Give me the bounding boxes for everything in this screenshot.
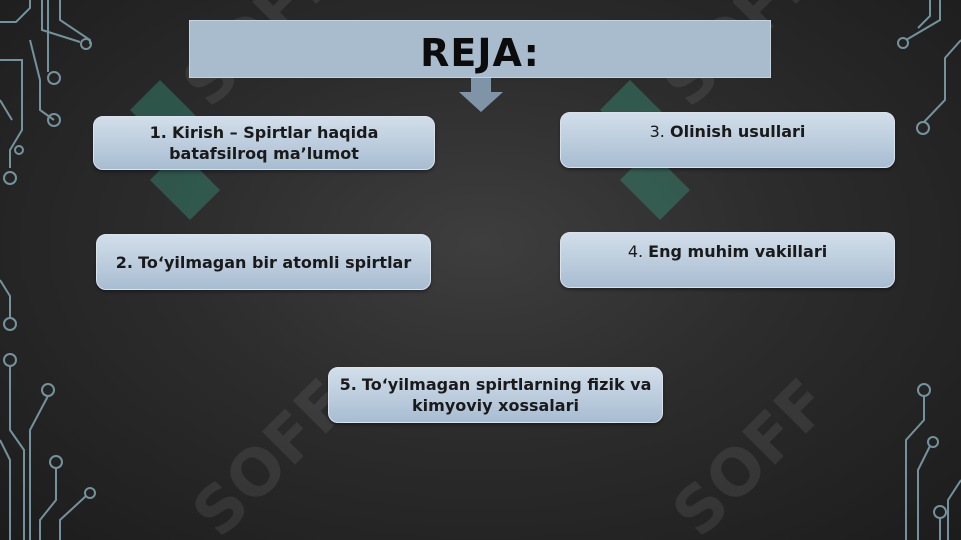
plan-item-5[interactable]: 5. To‘yilmagan spirtlarning fizik va kim…: [328, 367, 663, 423]
plan-item-3[interactable]: 3. Olinish usullari: [560, 112, 895, 168]
page-title: REJA:: [420, 31, 540, 75]
plan-item-5-label: 5. To‘yilmagan spirtlarning fizik va kim…: [339, 375, 652, 415]
plan-item-1[interactable]: 1. Kirish – Spirtlar haqida batafsilroq …: [93, 116, 435, 170]
watermark-text: SOFF: [659, 366, 844, 540]
down-arrow-icon: [459, 78, 503, 112]
plan-item-2[interactable]: 2. To‘yilmagan bir atomli spirtlar: [96, 234, 431, 290]
plan-item-1-label: 1. Kirish – Spirtlar haqida batafsilroq …: [149, 123, 379, 163]
plan-item-4[interactable]: 4. Eng muhim vakillari: [560, 232, 895, 288]
plan-item-4-label: 4. Eng muhim vakillari: [627, 242, 828, 261]
plan-item-2-label: 2. To‘yilmagan bir atomli spirtlar: [115, 252, 412, 272]
plan-item-3-label: 3. Olinish usullari: [649, 122, 806, 141]
title-banner: REJA:: [189, 20, 771, 78]
